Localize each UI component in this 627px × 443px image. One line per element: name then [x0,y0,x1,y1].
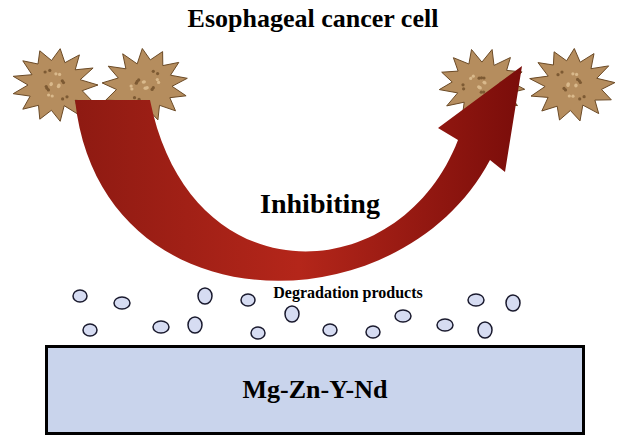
cell-texture [483,81,486,84]
cell-texture [578,97,581,100]
cell-texture [579,81,582,84]
title: Esophageal cancer cell [188,4,439,34]
cell-texture [65,95,68,98]
cell-texture [49,83,52,86]
cell-texture [48,69,51,72]
cell-texture [562,87,565,90]
cell-texture [462,87,465,90]
cell-texture [47,93,50,96]
cell-texture [54,72,57,75]
cell-texture [157,81,160,84]
cell-texture [57,84,60,87]
cell-texture [566,83,569,86]
cancer-cell [530,49,615,121]
cell-texture [472,75,475,78]
cell-texture [142,81,145,84]
cell-texture [156,72,159,75]
cell-texture [143,80,146,83]
particles-label: Degradation products [273,284,423,302]
cell-texture [574,84,577,87]
cell-texture [61,97,64,100]
cell-texture [58,73,61,76]
curved-arrow [75,66,522,281]
arrow-label: Inhibiting [260,188,380,220]
cell-texture [571,95,574,98]
cell-texture [568,94,571,97]
cell-texture [152,70,155,73]
cell-texture [130,85,133,88]
cell-texture [62,81,65,84]
cell-texture [137,78,140,81]
cell-texture [133,96,136,99]
cell-texture [57,85,60,88]
cell-texture [575,73,578,76]
cell-texture [50,82,53,85]
alloy-block: Mg-Zn-Y-Nd [45,345,585,435]
cell-texture [571,72,574,75]
cell-texture [560,71,563,74]
cell-texture [130,87,133,90]
cell-texture [556,73,559,76]
cell-texture [469,77,472,80]
cell-texture [44,70,47,73]
cell-texture [574,83,577,86]
cell-texture [461,83,464,86]
cell-texture [144,87,147,90]
cell-texture [480,91,483,94]
cell-texture [151,88,154,91]
cell-texture [478,86,481,89]
cell-texture [583,95,586,98]
cell-texture [482,76,485,79]
cell-texture [156,78,159,81]
node-text: Mg-Zn-Y-Nd [243,375,388,405]
cell-texture [477,85,480,88]
cell-texture [45,85,48,88]
cell-texture [51,94,54,97]
cell-texture [567,82,570,85]
cell-texture [483,81,486,84]
